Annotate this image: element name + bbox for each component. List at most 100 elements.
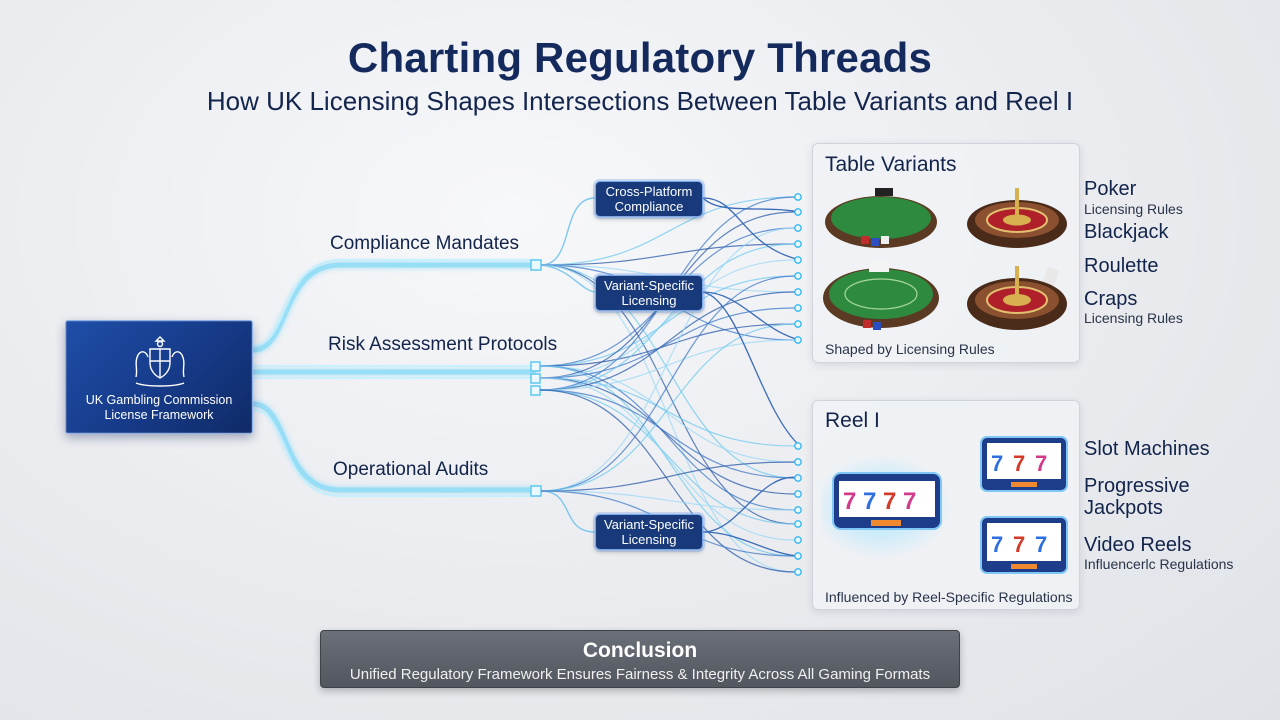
endpoint-dot: [794, 474, 802, 482]
endpoint-dot: [794, 490, 802, 498]
reel-panel: Reel I 7 7 7 7 7 7 7: [812, 400, 1080, 610]
reel-panel-footer: Influenced by Reel-Specific Regulations: [825, 589, 1073, 605]
item-jackpots: Jackpots: [1084, 497, 1163, 519]
slot-symbol: 7: [1035, 451, 1047, 476]
conclusion-title: Conclusion: [582, 639, 698, 662]
roulette-wheel-icon-2: [967, 266, 1067, 330]
endpoint-dot: [794, 288, 802, 296]
royal-crest-icon: [135, 336, 185, 387]
branch-label-risk: Risk Assessment Protocols: [328, 334, 558, 355]
item-roulette: Roulette: [1084, 255, 1159, 277]
connection-thread: [539, 389, 796, 573]
slot-symbol: 7: [1035, 532, 1047, 557]
slot-symbol: 7: [843, 488, 856, 515]
junction-risk-2: [530, 373, 541, 384]
junction-compliance: [530, 259, 542, 271]
connection-thread: [540, 490, 796, 511]
slot-symbol: 7: [903, 488, 916, 515]
endpoint-dot: [794, 568, 802, 576]
slot-machine-icon-3: 7 7 7: [980, 516, 1068, 574]
connection-thread: [540, 264, 796, 525]
connection-thread: [540, 196, 796, 266]
endpoint-dot: [794, 224, 802, 232]
connection-thread: [540, 243, 796, 266]
item-progressive: Progressive: [1084, 475, 1190, 497]
item-craps-sub: Licensing Rules: [1084, 310, 1183, 326]
endpoint-dot: [794, 256, 802, 264]
diagram-subtitle: How UK Licensing Shapes Intersections Be…: [206, 86, 1074, 116]
connection-thread: [539, 365, 796, 511]
node-line: Licensing: [621, 293, 677, 308]
poker-table-icon: [825, 188, 937, 248]
item-video-reels-sub: Influencerlc Regulations: [1084, 556, 1234, 572]
connection-thread: [540, 227, 796, 492]
endpoint-dot: [794, 458, 802, 466]
roulette-wheel-icon: [967, 188, 1067, 248]
connection-thread: [539, 243, 796, 391]
diagram-title: Charting Regulatory Threads: [347, 34, 933, 81]
connection-thread: [539, 389, 796, 479]
node-line: Compliance: [614, 199, 684, 214]
connection-thread: [540, 323, 796, 492]
slot-symbol: 7: [863, 488, 876, 515]
endpoint-dot: [794, 320, 802, 328]
endpoint-dot: [794, 336, 802, 344]
slot-symbol: 7: [991, 451, 1003, 476]
uk-box-line2: License Framework: [104, 408, 214, 422]
connection-thread: [539, 365, 796, 557]
connection-thread: [539, 259, 796, 379]
connection-thread: [540, 275, 796, 492]
endpoint-dot: [794, 272, 802, 280]
node-line: Variant-Specific: [603, 278, 695, 293]
item-video-reels: Video Reels: [1084, 534, 1192, 556]
uk-box-line1: UK Gambling Commission: [85, 393, 233, 407]
junction-risk-3: [530, 385, 541, 396]
connection-thread: [540, 461, 796, 492]
endpoint-dot: [794, 520, 802, 528]
connection-thread: [539, 307, 796, 379]
slot-symbol: 7: [1013, 451, 1025, 476]
junction-audits: [530, 485, 542, 497]
conclusion-text: Unified Regulatory Framework Ensures Fai…: [349, 666, 931, 683]
conclusion-box: Conclusion Unified Regulatory Framework …: [320, 630, 960, 688]
endpoint-dot: [794, 552, 802, 560]
endpoint-dot: [794, 442, 802, 450]
slot-machines-illustration: 7 7 7 7 7 7 7 7 7 7: [821, 436, 1068, 574]
connection-thread: [540, 264, 796, 573]
connection-thread: [539, 377, 796, 541]
item-poker-sub: Licensing Rules: [1084, 201, 1183, 217]
item-blackjack: Blackjack: [1084, 221, 1169, 243]
connection-thread: [539, 275, 796, 367]
endpoint-dot: [794, 240, 802, 248]
slot-machine-icon: 7 7 7 7: [821, 455, 951, 559]
uk-gambling-commission-box: UK Gambling Commission License Framework: [65, 320, 253, 434]
junction-risk-1: [530, 361, 541, 372]
table-variants-footer: Shaped by Licensing Rules: [825, 341, 995, 357]
item-poker: Poker: [1084, 178, 1137, 200]
node-line: Variant-Specific: [603, 517, 695, 532]
slot-machine-icon-2: 7 7 7: [980, 436, 1068, 492]
craps-table-icon: [823, 262, 939, 330]
table-variants-panel: Table Variants: [812, 143, 1080, 363]
node-line: Licensing: [621, 532, 677, 547]
endpoint-dot: [794, 506, 802, 514]
table-variants-title: Table Variants: [825, 153, 957, 176]
slot-symbol: 7: [1013, 532, 1025, 557]
slot-symbol: 7: [991, 532, 1003, 557]
endpoint-dot: [794, 536, 802, 544]
connection-thread: [540, 264, 796, 479]
endpoint-dot: [794, 208, 802, 216]
endpoint-dot: [794, 193, 802, 201]
item-slot-machines: Slot Machines: [1084, 438, 1210, 460]
endpoint-dot: [794, 304, 802, 312]
connection-thread: [539, 339, 796, 391]
branch-label-audits: Operational Audits: [333, 459, 489, 480]
slot-symbol: 7: [883, 488, 896, 515]
branch-label-compliance: Compliance Mandates: [330, 233, 520, 254]
connection-thread: [539, 291, 796, 391]
connection-thread: [539, 377, 796, 495]
connection-thread: [539, 323, 796, 367]
